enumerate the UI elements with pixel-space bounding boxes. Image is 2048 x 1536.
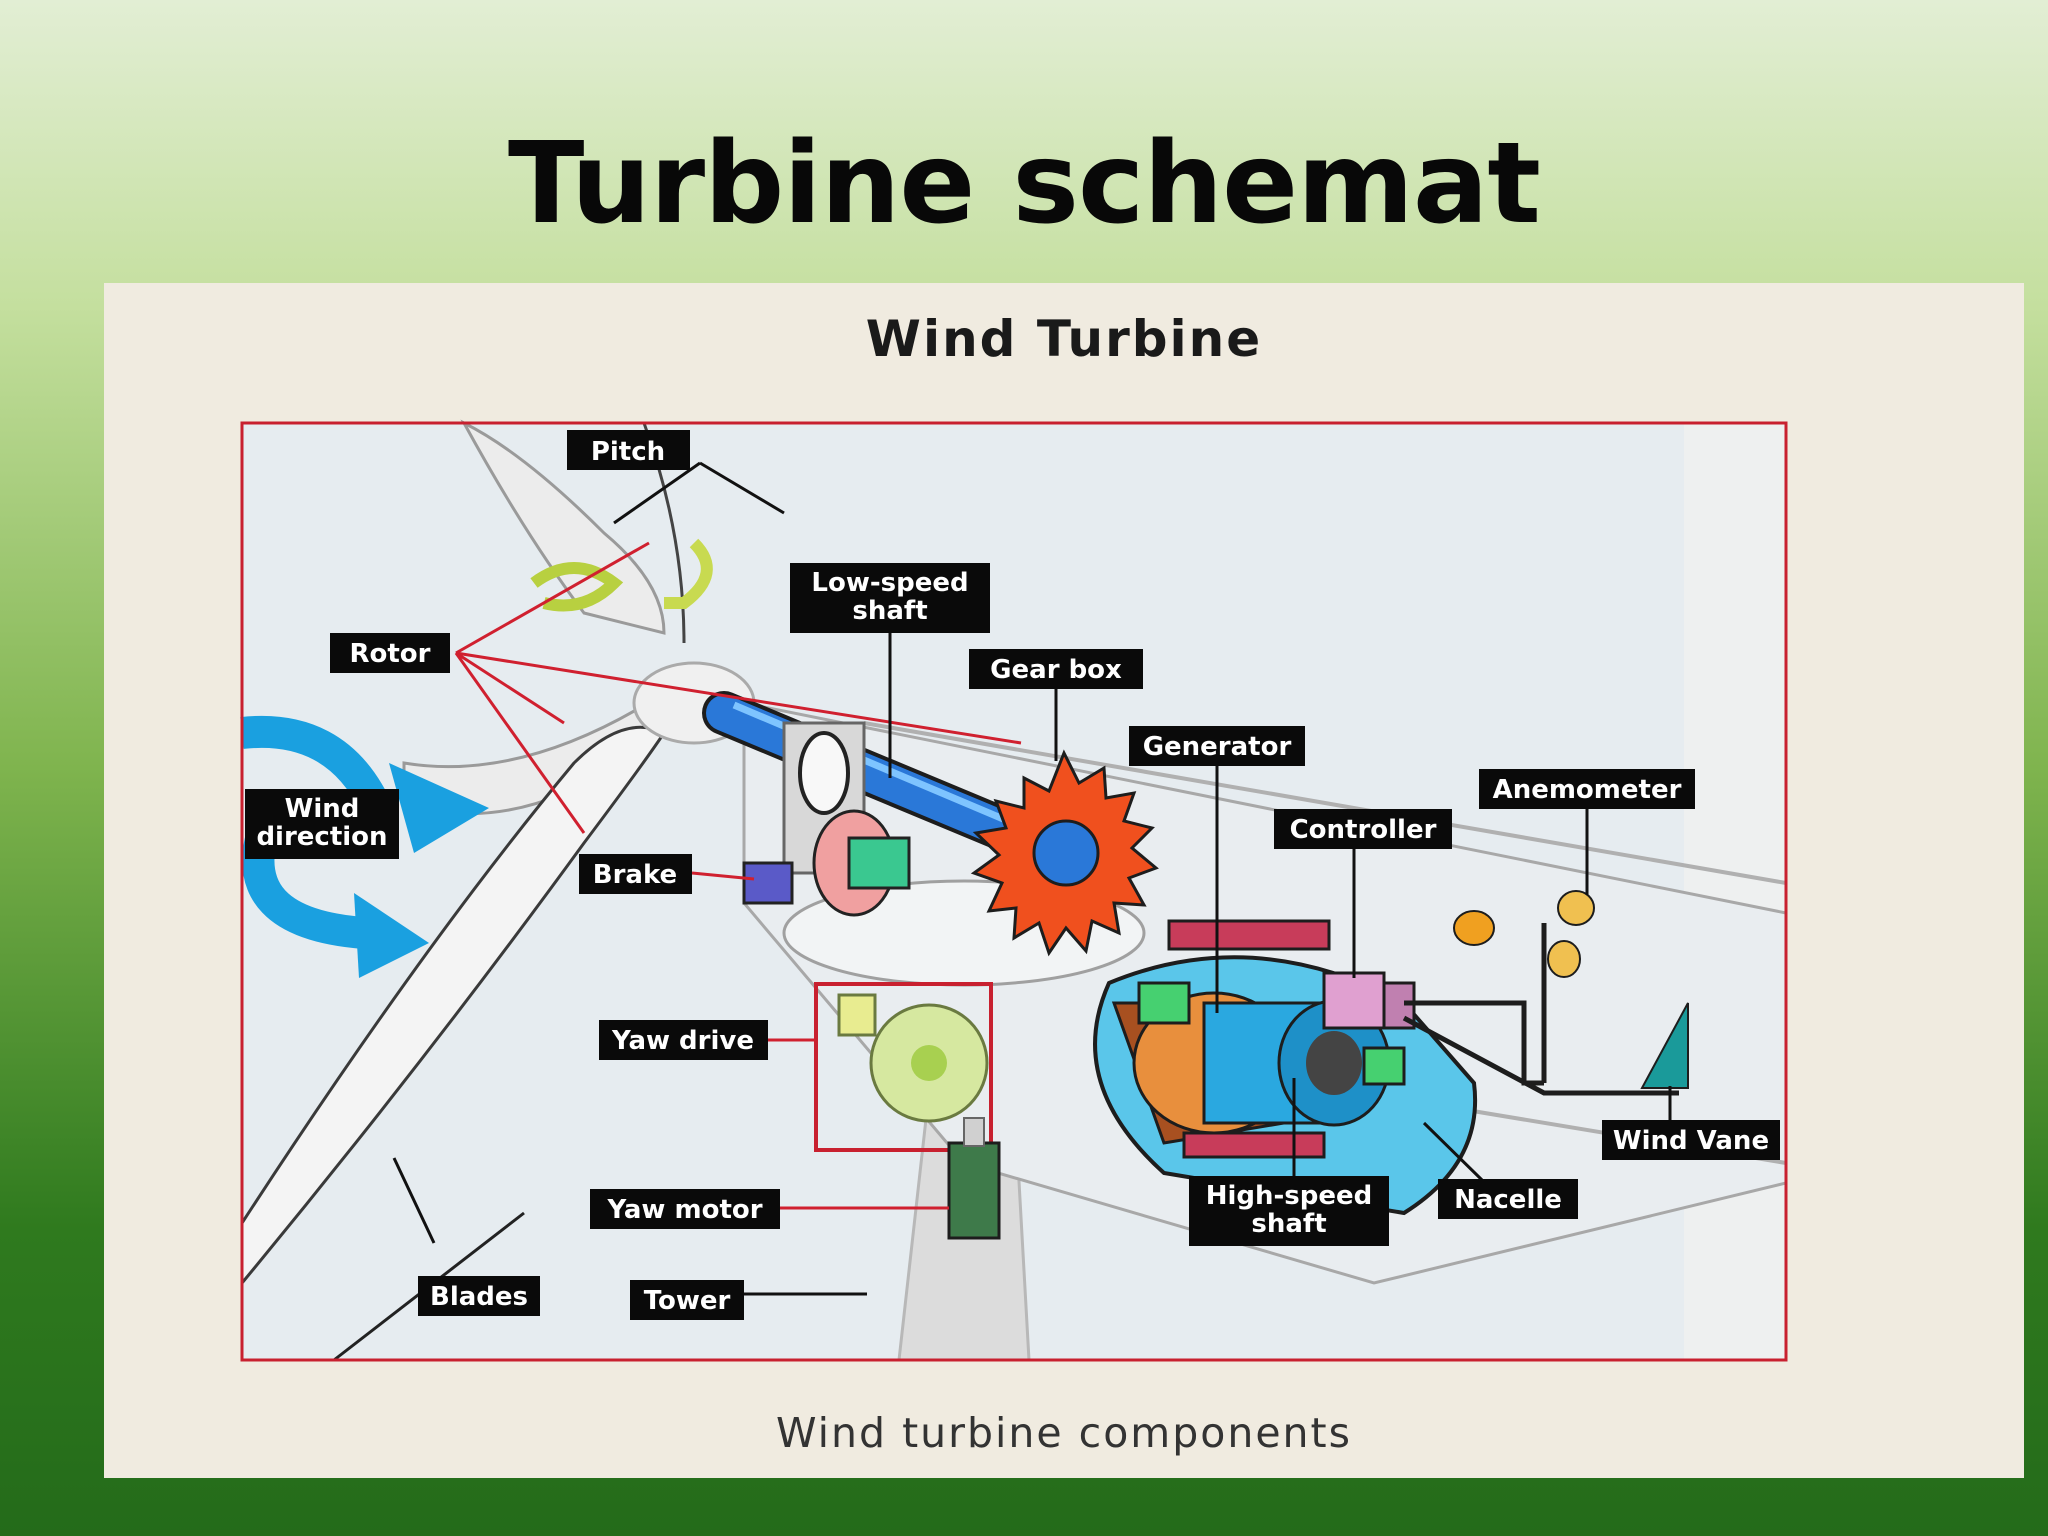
pitch-arrow-right xyxy=(664,538,713,609)
low-speed-label-1: Low-speed xyxy=(811,568,968,598)
tower-label-bg xyxy=(630,1280,744,1320)
generator-shaft-end xyxy=(1306,1031,1362,1095)
wind-vane-label-bg xyxy=(1602,1120,1780,1160)
pitch-leader-2 xyxy=(699,461,785,515)
generator-label-bg xyxy=(1129,726,1305,766)
yaw-drive-gear-hub xyxy=(911,1045,947,1081)
yaw-drive-label-bg xyxy=(599,1020,768,1060)
controller-label: Controller xyxy=(1290,815,1437,845)
high-speed-label-bg xyxy=(1189,1176,1389,1246)
low-speed-label-2: shaft xyxy=(852,596,927,626)
wind-vane-label: Wind Vane xyxy=(1613,1126,1769,1156)
high-speed-shaft xyxy=(1362,1046,1406,1086)
black-leaders xyxy=(392,461,1672,1296)
rotor-leader-4 xyxy=(454,652,586,834)
rotor-label-bg xyxy=(330,633,450,673)
figure-title: Wind Turbine xyxy=(865,310,1263,368)
anemometer-mast xyxy=(1404,1000,1544,1086)
wind-direction-label-2: direction xyxy=(256,822,387,852)
generator-label: Generator xyxy=(1143,732,1292,762)
diagram-frame xyxy=(240,421,1788,1362)
anemometer-cup-left xyxy=(1453,910,1495,946)
controller-box xyxy=(1322,971,1386,1030)
brake-hub xyxy=(847,836,911,890)
rotor-leader-3 xyxy=(455,651,1022,745)
rotor-leader-2 xyxy=(455,651,565,725)
yaw-drive-frame xyxy=(814,982,993,1152)
yaw-motor-shaft xyxy=(963,1117,985,1147)
nacelle-edge xyxy=(863,721,1787,885)
pitch-label: Pitch xyxy=(591,437,665,467)
wind-arrow-head-bottom xyxy=(354,893,429,978)
vane-mast xyxy=(1402,1015,1679,1096)
gear-hub xyxy=(1032,819,1100,887)
yaw-drive-pinion xyxy=(837,993,877,1037)
gear-box-gear xyxy=(970,749,1159,957)
wind-turbine-diagram: Pitch Low-speed shaft Gear box Rotor Gen… xyxy=(240,419,1788,1362)
blades-label: Blades xyxy=(430,1282,528,1312)
yaw-motor-label: Yaw motor xyxy=(606,1195,762,1225)
blades-label-bg xyxy=(418,1276,540,1316)
anemometer-cup-front xyxy=(1547,940,1581,978)
high-speed-label-2: shaft xyxy=(1251,1209,1326,1239)
panel-shadow xyxy=(1684,423,1786,1360)
red-leaders xyxy=(454,541,1022,1210)
high-speed-label-1: High-speed xyxy=(1206,1181,1373,1211)
brake-label-bg xyxy=(579,854,692,894)
anemometer-cup-right xyxy=(1557,890,1595,926)
wind-vane-fin xyxy=(1640,1002,1689,1089)
yaw-motor-body xyxy=(947,1141,1001,1240)
yaw-motor-label-bg xyxy=(590,1189,780,1229)
brake-caliper xyxy=(742,861,794,905)
tower-label: Tower xyxy=(644,1286,731,1316)
pitch-leader-1 xyxy=(613,461,701,525)
brake-label: Brake xyxy=(593,860,677,890)
controller-label-bg xyxy=(1274,809,1452,849)
bearing-ring xyxy=(798,731,850,815)
nacelle-label-bg xyxy=(1438,1179,1578,1219)
wind-direction-label-1: Wind xyxy=(285,794,360,824)
gen-stator-bottom xyxy=(1182,1131,1326,1159)
blades-leader xyxy=(392,1157,436,1244)
gen-stator-top xyxy=(1167,919,1331,951)
shaft-coupling xyxy=(1137,981,1191,1025)
yaw-drive-label: Yaw drive xyxy=(611,1026,754,1056)
wind-arrow-top xyxy=(240,715,389,811)
nacelle-leader xyxy=(1422,1121,1484,1182)
gearbox-label: Gear box xyxy=(990,655,1122,685)
figure-caption: Wind turbine components xyxy=(776,1409,1352,1457)
gearbox-label-bg xyxy=(969,649,1143,689)
nacelle-label: Nacelle xyxy=(1454,1185,1562,1215)
pitch-label-bg xyxy=(567,430,690,470)
wind-arrow-head-top xyxy=(389,763,489,853)
anemometer-label: Anemometer xyxy=(1493,775,1682,805)
rotor-label: Rotor xyxy=(350,639,431,669)
low-speed-label-bg xyxy=(790,563,990,633)
brake-leader xyxy=(691,871,755,881)
wind-direction-label-bg xyxy=(245,789,399,859)
diagram-figure: Wind Turbine xyxy=(104,283,2024,1478)
slide-title: Turbine schemat xyxy=(508,119,1541,249)
anemometer-label-bg xyxy=(1479,769,1695,809)
rotor-leader-1 xyxy=(455,541,650,655)
pitch-arrow-left xyxy=(530,562,624,612)
